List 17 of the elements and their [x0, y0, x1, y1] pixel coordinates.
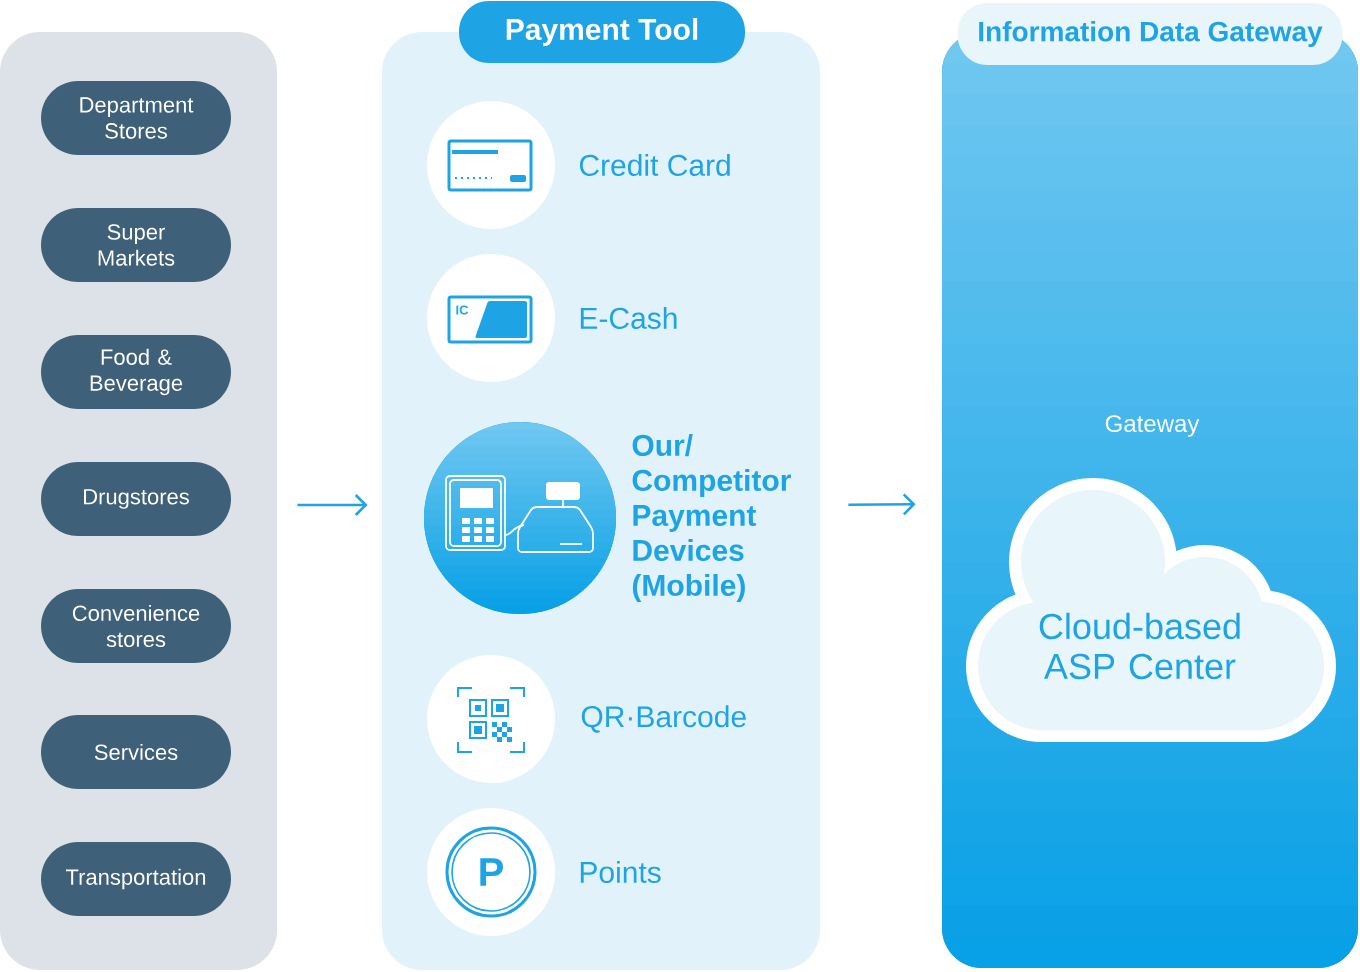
icon-circle: [427, 808, 555, 936]
item-label: E-Cash: [580, 307, 677, 329]
cloud: Cloud-based ASP Center: [966, 478, 1336, 742]
panel-tab: Payment Tool: [459, 1, 745, 63]
item-label: Credit Card: [579, 154, 730, 176]
arrow: [848, 493, 916, 516]
icon-circle: [427, 655, 555, 783]
arrow: [297, 494, 368, 516]
category-pill: Drugstores: [41, 462, 231, 536]
icon-circle: [424, 422, 616, 614]
caption: Gateway: [1105, 415, 1200, 437]
item-label: Points: [580, 861, 661, 883]
icon-circle: [427, 101, 555, 229]
panel-tab: Information Data Gateway: [957, 3, 1343, 65]
category-pill: Transportation: [41, 842, 231, 916]
item-label: Our/ Competitor Payment Devices (Mobile): [632, 434, 791, 602]
item-label: QR·Barcode: [581, 705, 746, 733]
